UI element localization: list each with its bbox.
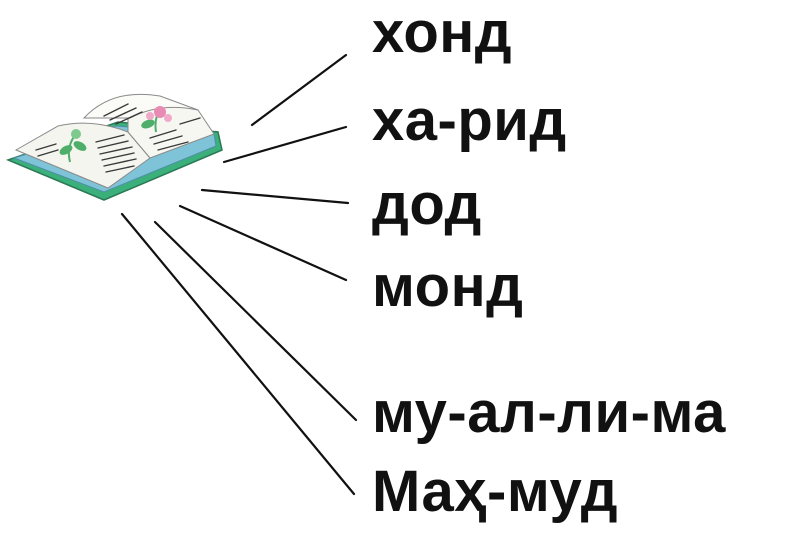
- open-book-icon: [5, 93, 223, 201]
- word-4: монд: [372, 254, 524, 319]
- word-1: хонд: [372, 0, 513, 65]
- connector-line-4: [178, 204, 348, 282]
- word-3: дод: [372, 172, 482, 237]
- connector-line-5: [153, 220, 358, 422]
- connector-line-1: [250, 53, 348, 127]
- connector-line-6: [120, 212, 356, 496]
- connector-line-2: [222, 125, 348, 164]
- word-5: му-ал-ли-ма: [372, 380, 726, 445]
- word-2: ха-рид: [372, 88, 567, 153]
- word-6: Маҳ-муд: [372, 459, 619, 524]
- connector-line-3: [200, 188, 350, 205]
